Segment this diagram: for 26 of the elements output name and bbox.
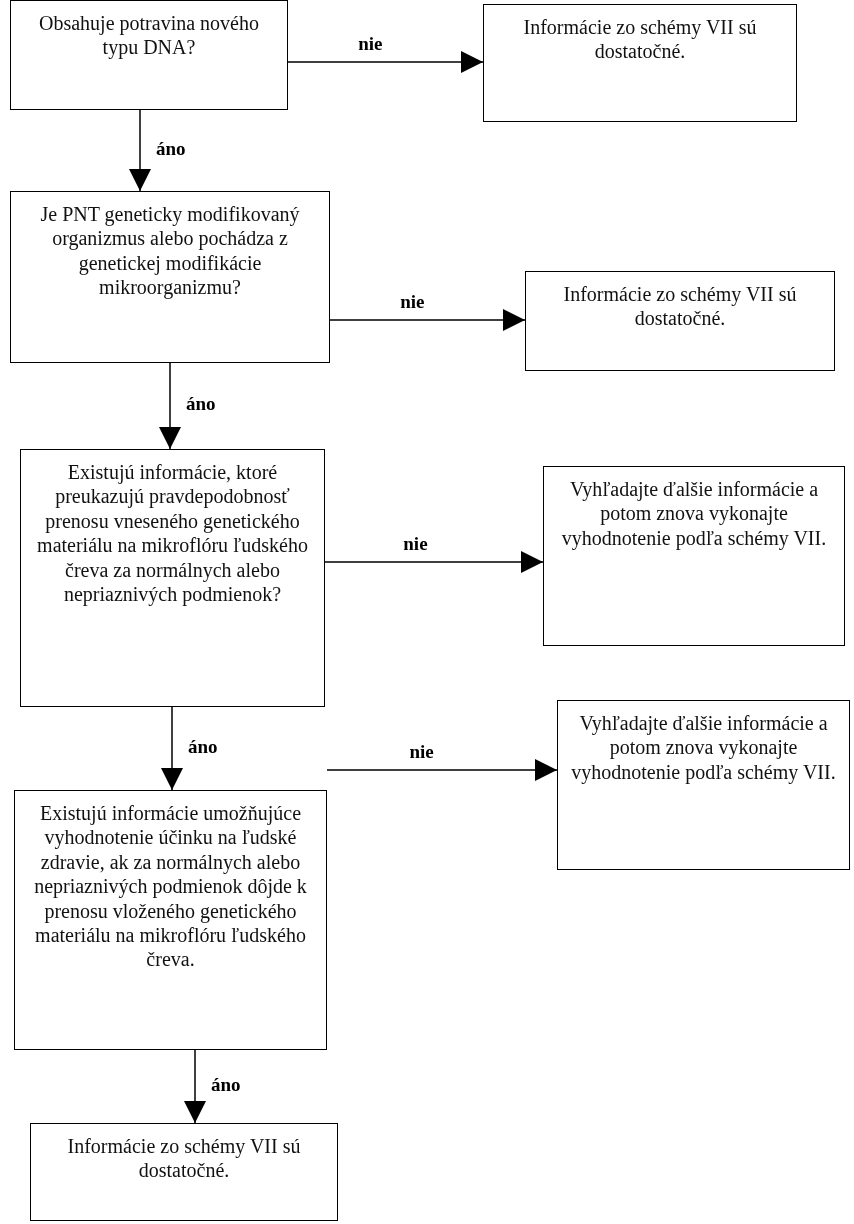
box-text: Informácie zo schémy VII sú dostatočné. bbox=[66, 1134, 302, 1183]
box-text: Existujú informácie umožňujúce vyhodnotenie účinku na ľudské zdravie, ak za normálnych alebo nepriaznivých podmienok dôjde k prenosu vloženého genetického materiálu na mikroflóru ľudského čreva. bbox=[33, 801, 308, 972]
arrow bbox=[329, 309, 526, 331]
box-text: Vyhľadajte ďalšie informácie a potom znova vykonajte vyhodnotenie podľa schémy VII. bbox=[570, 711, 837, 785]
process-box bbox=[543, 466, 845, 646]
arrow bbox=[159, 362, 181, 450]
arrow bbox=[287, 51, 484, 73]
box-text: Existujú informácie, ktoré preukazujú pravdepodobnosť prenosu vneseného genetického materiálu na mikroflóru ľudského čreva za normálnych alebo nepriaznivých podmienok? bbox=[36, 460, 309, 607]
arrow bbox=[326, 759, 558, 781]
box-text: Vyhľadajte ďalšie informácie a potom znova vykonajte vyhodnotenie podľa schémy VII. bbox=[560, 477, 828, 551]
process-box bbox=[10, 0, 288, 110]
process-box bbox=[557, 700, 850, 870]
process-box bbox=[10, 191, 330, 363]
arrow bbox=[324, 551, 544, 573]
process-box bbox=[525, 271, 835, 371]
process-box bbox=[483, 4, 797, 122]
box-text: Informácie zo schémy VII sú dostatočné. bbox=[522, 15, 758, 64]
box-text: Je PNT geneticky modifikovaný organizmus alebo pochádza z genetickej modifikácie mikroorganizmu? bbox=[39, 202, 301, 300]
process-box bbox=[20, 449, 325, 707]
box-text: Informácie zo schémy VII sú dostatočné. bbox=[562, 282, 798, 331]
arrow bbox=[184, 1049, 206, 1124]
arrow bbox=[161, 706, 183, 791]
arrow bbox=[129, 109, 151, 192]
process-box bbox=[14, 790, 327, 1050]
process-box bbox=[30, 1123, 338, 1221]
box-text: Obsahuje potravina nového typu DNA? bbox=[38, 11, 260, 60]
